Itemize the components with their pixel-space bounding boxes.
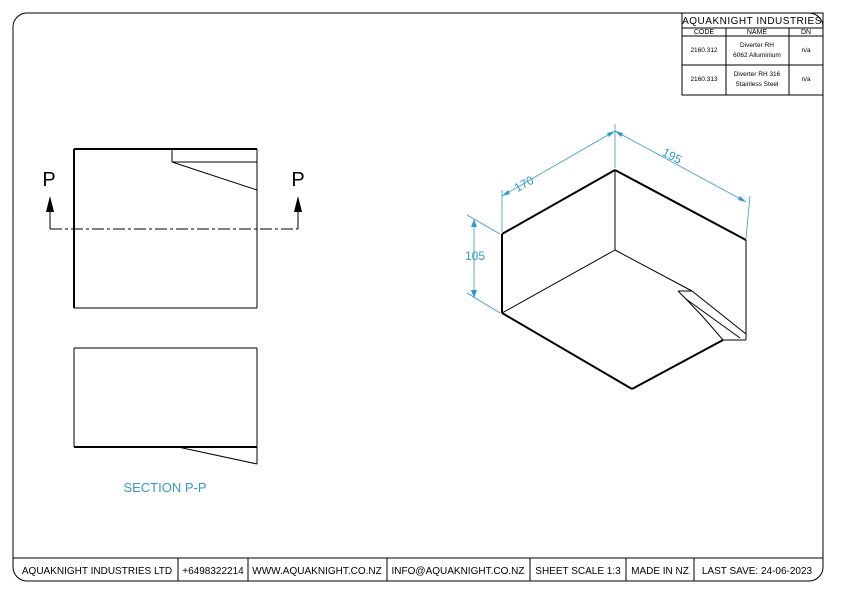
footer-website: WWW.AQUAKNIGHT.CO.NZ: [252, 566, 381, 577]
title-block-row1-name: Diverter RH: [740, 42, 774, 49]
dimension-depth: 195: [660, 145, 685, 167]
isometric-view: [501, 169, 747, 390]
dimensions: 170 195 105: [465, 124, 751, 314]
title-block-company: AQUAKNIGHT INDUSTRIES: [682, 16, 822, 27]
footer-company: AQUAKNIGHT INDUSTRIES LTD: [22, 566, 172, 577]
title-block-col-dn: DN: [801, 29, 811, 36]
title-block-row1-dn: n/a: [801, 47, 810, 54]
footer-bar: AQUAKNIGHT INDUSTRIES LTD +6498322214 WW…: [13, 557, 823, 581]
section-arrow-left: [46, 196, 54, 212]
section-label: SECTION P-P: [123, 480, 206, 495]
footer-phone: +6498322214: [182, 566, 244, 577]
dimension-height: 105: [465, 249, 485, 263]
title-block-row2-code: 2160.313: [690, 76, 717, 83]
footer-last-save: LAST SAVE: 24-06-2023: [702, 566, 813, 577]
section-view: SECTION P-P: [73, 347, 258, 495]
footer-email: INFO@AQUAKNIGHT.CO.NZ: [392, 566, 525, 577]
footer-scale: SHEET SCALE 1:3: [535, 566, 621, 577]
title-block-col-name: NAME: [747, 29, 768, 36]
title-block-row2-name: Diverter RH 316: [734, 71, 781, 78]
dimension-width: 170: [512, 173, 537, 195]
sheet-border: [12, 12, 824, 582]
title-block-row2-dn: n/a: [801, 76, 810, 83]
title-block-col-code: CODE: [694, 29, 715, 36]
footer-origin: MADE IN NZ: [631, 566, 689, 577]
top-view: P P: [42, 148, 305, 309]
section-marker-left: P: [42, 169, 55, 191]
title-block-row1-code: 2160.312: [690, 47, 717, 54]
title-block: AQUAKNIGHT INDUSTRIES CODE NAME DN 2160.…: [681, 12, 824, 96]
title-block-row2-name: Stainless Steel: [736, 81, 780, 88]
section-arrow-right: [294, 196, 302, 212]
section-marker-right: P: [291, 169, 304, 191]
title-block-row1-name: 6062 Alluminium: [733, 52, 781, 59]
